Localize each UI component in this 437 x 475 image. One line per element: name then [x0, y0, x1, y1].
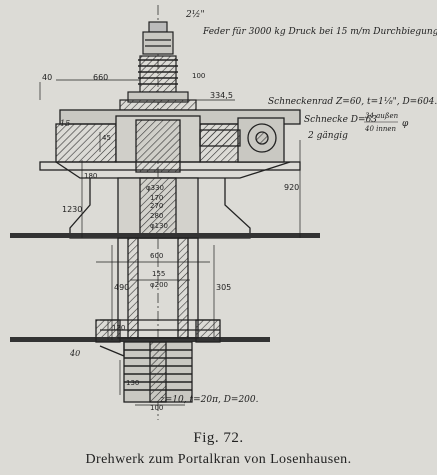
dim-330: φ330 — [146, 184, 164, 192]
upper-platform — [10, 233, 320, 238]
dim-334: 334,5 — [210, 91, 233, 100]
pinion-note: z=10, t=20π, D=200. — [159, 395, 259, 405]
dim-1230: 1230 — [62, 205, 82, 214]
pinion — [99, 341, 193, 403]
spring-assembly — [119, 21, 197, 111]
worm-threads: 2 gängig — [307, 131, 348, 141]
worm-note: Schnecke D=63 — [304, 115, 377, 125]
dim-305: 305 — [216, 283, 231, 292]
small-15: 15 — [60, 119, 70, 128]
worm-ratio-bottom: 40 innen — [364, 125, 397, 133]
worm-wheel-note: Schneckenrad Z=60, t=1⅛", D=604. — [268, 97, 437, 107]
dim-155: 155 — [152, 270, 165, 278]
worm-phi: φ — [402, 119, 409, 129]
dim-40: 40 — [42, 73, 52, 82]
dim-180: 180 — [84, 172, 97, 180]
lower-platform — [10, 337, 270, 342]
dim-200: φ200 — [150, 281, 168, 289]
dim-100b: 100 — [150, 404, 163, 412]
worm-box — [199, 117, 285, 163]
spring-note: Feder für 3000 kg Druck bei 15 m/m Durch… — [202, 27, 437, 37]
figure-label: Fig. 72. — [193, 430, 244, 446]
dim-280: 280 — [150, 212, 163, 220]
dim-170: 170 — [150, 194, 163, 202]
dim-920: 920 — [284, 183, 299, 192]
dim-270: 270 — [150, 202, 163, 210]
dim-600: 600 — [150, 252, 163, 260]
dim-45: 45 — [102, 134, 111, 142]
dim-120: 120 — [112, 324, 125, 332]
dim-130: φ130 — [150, 222, 168, 230]
dimension-lines — [39, 79, 301, 406]
dim-100: 100 — [192, 72, 205, 80]
dim-490: 490 — [114, 283, 129, 292]
angle-label: 40 — [69, 349, 80, 358]
worm-ratio-top: 34 außen — [365, 112, 399, 120]
dim-130b: 130 — [126, 379, 139, 387]
column-upper — [69, 177, 251, 239]
figure-title: Drehwerk zum Portalkran von Losenhausen. — [85, 452, 352, 467]
technical-drawing: 2½" Feder für 3000 kg Druck bei 15 m/m D… — [10, 5, 437, 420]
dim-660: 660 — [93, 73, 108, 82]
thread-top-label: 2½" — [185, 9, 205, 20]
